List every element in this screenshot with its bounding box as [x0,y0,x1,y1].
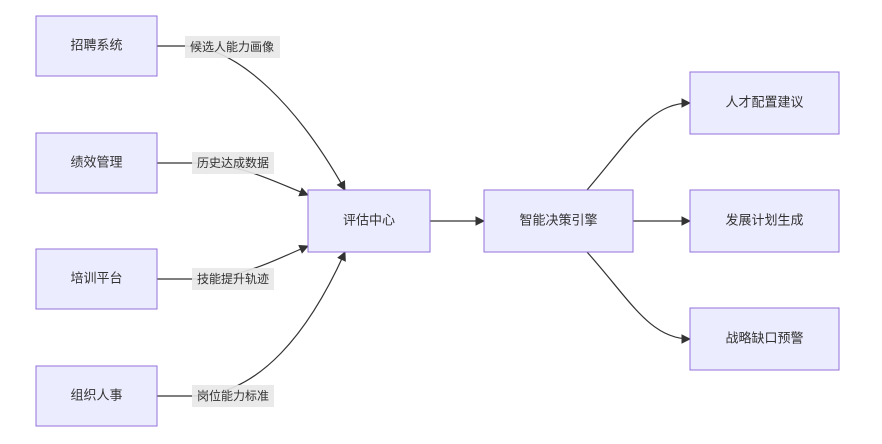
edge-label-text-performance: 历史达成数据 [197,155,269,170]
edge-label-text-recruit: 候选人能力画像 [190,40,274,54]
edge-label-text-training: 技能提升轨迹 [197,271,269,286]
node-org-hr: 组织人事 [35,365,158,427]
node-performance: 绩效管理 [35,132,158,194]
node-eval-center: 评估中心 [307,189,431,253]
node-label-recruit: 招聘系统 [70,39,122,54]
node-recruit: 招聘系统 [35,15,158,77]
node-talent-advice: 人才配置建议 [689,71,840,135]
edge-label-training: 技能提升轨迹 [192,268,274,290]
node-label-talent-advice: 人才配置建议 [725,96,803,111]
node-label-eval-center: 评估中心 [343,214,395,229]
node-dev-plan: 发展计划生成 [689,189,840,253]
edge-engine-to-talent [586,98,691,191]
edge-label-orghr: 岗位能力标准 [192,385,274,407]
node-label-strategy-warning: 战略缺口预警 [725,331,803,347]
node-training: 培训平台 [35,248,158,310]
node-decision-engine: 智能决策引擎 [483,189,634,253]
node-label-org-hr: 组织人事 [70,389,122,404]
node-label-performance: 绩效管理 [70,156,122,171]
node-label-decision-engine: 智能决策引擎 [519,213,597,229]
edge-label-performance: 历史达成数据 [192,152,274,174]
node-label-training: 培训平台 [70,271,122,287]
node-strategy-warning: 战略缺口预警 [689,307,840,371]
node-label-dev-plan: 发展计划生成 [725,213,803,229]
edge-label-recruit: 候选人能力画像 [185,36,280,58]
edge-engine-to-warning [586,251,691,344]
edge-label-text-orghr: 岗位能力标准 [197,388,269,403]
